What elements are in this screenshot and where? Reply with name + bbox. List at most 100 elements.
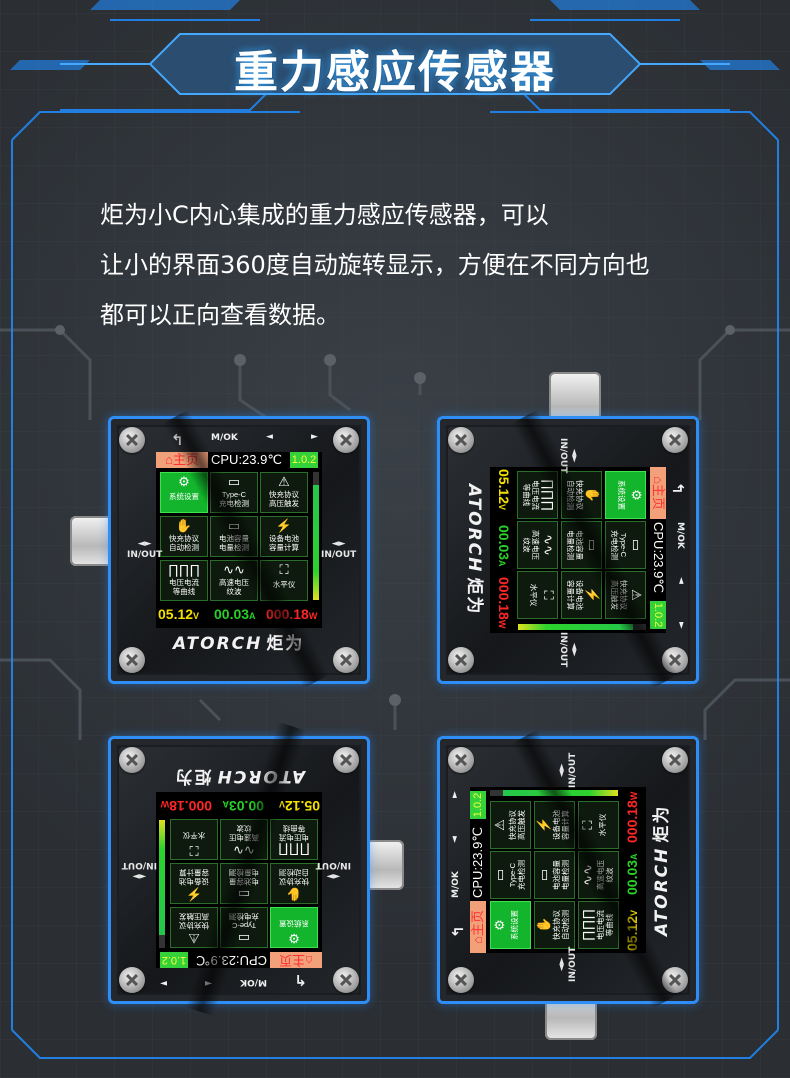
waveform-icon: ∏∏∏ xyxy=(167,562,201,577)
screw-icon xyxy=(333,967,359,993)
menu-tile-3[interactable]: ⚠快充协议高压触发 xyxy=(605,571,646,619)
menu-tile-7[interactable]: ∏∏∏电压电流等曲线 xyxy=(270,819,318,860)
menu-tile-1[interactable]: ⚙系统设置 xyxy=(490,901,531,949)
left-right-icon: ◄► xyxy=(557,957,567,972)
power-value: 000.18W xyxy=(496,577,512,629)
usb-c-icon: ▭ xyxy=(237,931,251,946)
screw-icon xyxy=(448,967,474,993)
menu-tile-8[interactable]: ∿∿高速电压纹波 xyxy=(220,819,268,860)
menu-tile-6[interactable]: ⚡设备电池容量计算 xyxy=(534,801,575,849)
home-tab[interactable]: ⌂主页 xyxy=(270,952,322,968)
right-arrow-icon[interactable]: ► xyxy=(450,791,460,798)
menu-tile-9[interactable]: ⛶水平仪 xyxy=(170,819,218,860)
level-meter xyxy=(518,624,646,630)
menu-tile-4[interactable]: ✋快充协议自动检测 xyxy=(270,863,318,904)
menu-tile-5[interactable]: ▭电池容量电量检测 xyxy=(220,863,268,904)
back-icon[interactable]: ↰ xyxy=(294,971,307,989)
menu-tile-9[interactable]: ⛶水平仪 xyxy=(517,571,558,619)
back-icon[interactable]: ↰ xyxy=(171,431,184,449)
version-badge: 1.0.2 xyxy=(470,791,486,819)
left-arrow-icon[interactable]: ◄ xyxy=(676,577,686,584)
usb-c-icon: ▭ xyxy=(629,538,644,552)
menu-tile-label: 电池容量电量检测 xyxy=(219,534,249,552)
menu-tile-4[interactable]: ✋快充协议自动检测 xyxy=(160,516,208,557)
menu-tile-8[interactable]: ∿∿高速电压纹波 xyxy=(210,560,258,601)
menu-tile-4[interactable]: ✋快充协议自动检测 xyxy=(534,901,575,949)
menu-tile-8[interactable]: ∿∿高速电压纹波 xyxy=(517,521,558,569)
home-tab[interactable]: ⌂主页 xyxy=(470,901,486,953)
menu-tile-3[interactable]: ⚠快充协议高压触发 xyxy=(170,907,218,948)
menu-tile-7[interactable]: ∏∏∏电压电流等曲线 xyxy=(517,471,558,519)
current-value: 00.03A xyxy=(496,525,512,567)
current-value: 00.03A xyxy=(214,606,256,622)
menu-tile-8[interactable]: ∿∿高速电压纹波 xyxy=(578,851,619,899)
menu-tile-label: 高速电压纹波 xyxy=(219,578,249,596)
brand-logo: ATORCH炬为 xyxy=(464,484,489,615)
menu-tile-1[interactable]: ⚙系统设置 xyxy=(605,471,646,519)
inout-text: IN/OUT xyxy=(127,550,163,560)
voltage-value: 05.12V xyxy=(496,469,512,511)
level-meter xyxy=(159,820,165,948)
left-arrow-icon[interactable]: ◄ xyxy=(266,432,273,442)
menu-tile-5[interactable]: ▭电池容量电量检测 xyxy=(534,851,575,899)
battery-charge-icon: ⚡ xyxy=(185,887,203,902)
menu-tile-1[interactable]: ⚙系统设置 xyxy=(270,907,318,948)
menu-tile-3[interactable]: ⚠快充协议高压触发 xyxy=(260,472,308,513)
right-arrow-icon[interactable]: ► xyxy=(676,622,686,629)
menu-tile-label: 电池容量电量检测 xyxy=(566,530,584,560)
power-value-unit: W xyxy=(160,799,170,809)
screw-icon xyxy=(448,427,474,453)
left-arrow-icon[interactable]: ◄ xyxy=(205,978,212,988)
home-tab[interactable]: ⌂主页 xyxy=(156,452,208,468)
screw-icon xyxy=(119,427,145,453)
right-arrow-icon[interactable]: ► xyxy=(311,432,318,442)
menu-tile-label: 快充协议高压触发 xyxy=(269,490,299,508)
right-arrow-icon[interactable]: ► xyxy=(160,978,167,988)
screw-icon xyxy=(333,647,359,673)
menu-tile-6[interactable]: ⚡设备电池容量计算 xyxy=(561,571,602,619)
menu-tile-3[interactable]: ⚠快充协议高压触发 xyxy=(490,801,531,849)
menu-tile-label: 电压电流等曲线 xyxy=(279,824,309,842)
page-title: 重力感应传感器 xyxy=(234,47,556,98)
menu-tile-label: 快充协议自动检测 xyxy=(279,868,309,886)
usb-c-icon: ▭ xyxy=(492,868,507,882)
menu-tile-5[interactable]: ▭电池容量电量检测 xyxy=(210,516,258,557)
readings-row: 05.12V 00.03A 000.18W xyxy=(494,469,514,633)
menu-tile-7[interactable]: ∏∏∏电压电流等曲线 xyxy=(160,560,208,601)
home-tab[interactable]: ⌂主页 xyxy=(650,467,666,519)
menu-tile-1[interactable]: ⚙系统设置 xyxy=(160,472,208,513)
menu-tile-5[interactable]: ▭电池容量电量检测 xyxy=(561,521,602,569)
menu-tile-6[interactable]: ⚡设备电池容量计算 xyxy=(170,863,218,904)
version-badge: 1.0.2 xyxy=(290,452,318,468)
back-icon[interactable]: ↰ xyxy=(449,925,467,938)
menu-tile-9[interactable]: ⛶水平仪 xyxy=(260,560,308,601)
menu-tile-4[interactable]: ✋快充协议自动检测 xyxy=(561,471,602,519)
power-value-unit: W xyxy=(308,611,318,621)
menu-tile-6[interactable]: ⚡设备电池容量计算 xyxy=(260,516,308,557)
handshake-icon: ✋ xyxy=(285,887,303,902)
ripple-icon: ∿∿ xyxy=(580,864,595,886)
menu-tile-label: 高速电压纹波 xyxy=(229,824,259,842)
inout-label-right: ◄►IN/OUT xyxy=(321,539,356,561)
menu-tile-7[interactable]: ∏∏∏电压电流等曲线 xyxy=(578,901,619,949)
menu-tile-9[interactable]: ⛶水平仪 xyxy=(578,801,619,849)
back-icon[interactable]: ↰ xyxy=(669,482,687,495)
inout-label-left: ◄►IN/OUT xyxy=(557,438,579,473)
level-meter-fill xyxy=(159,820,165,936)
mok-label: M/OK xyxy=(675,522,685,549)
left-arrow-icon[interactable]: ◄ xyxy=(450,836,460,843)
